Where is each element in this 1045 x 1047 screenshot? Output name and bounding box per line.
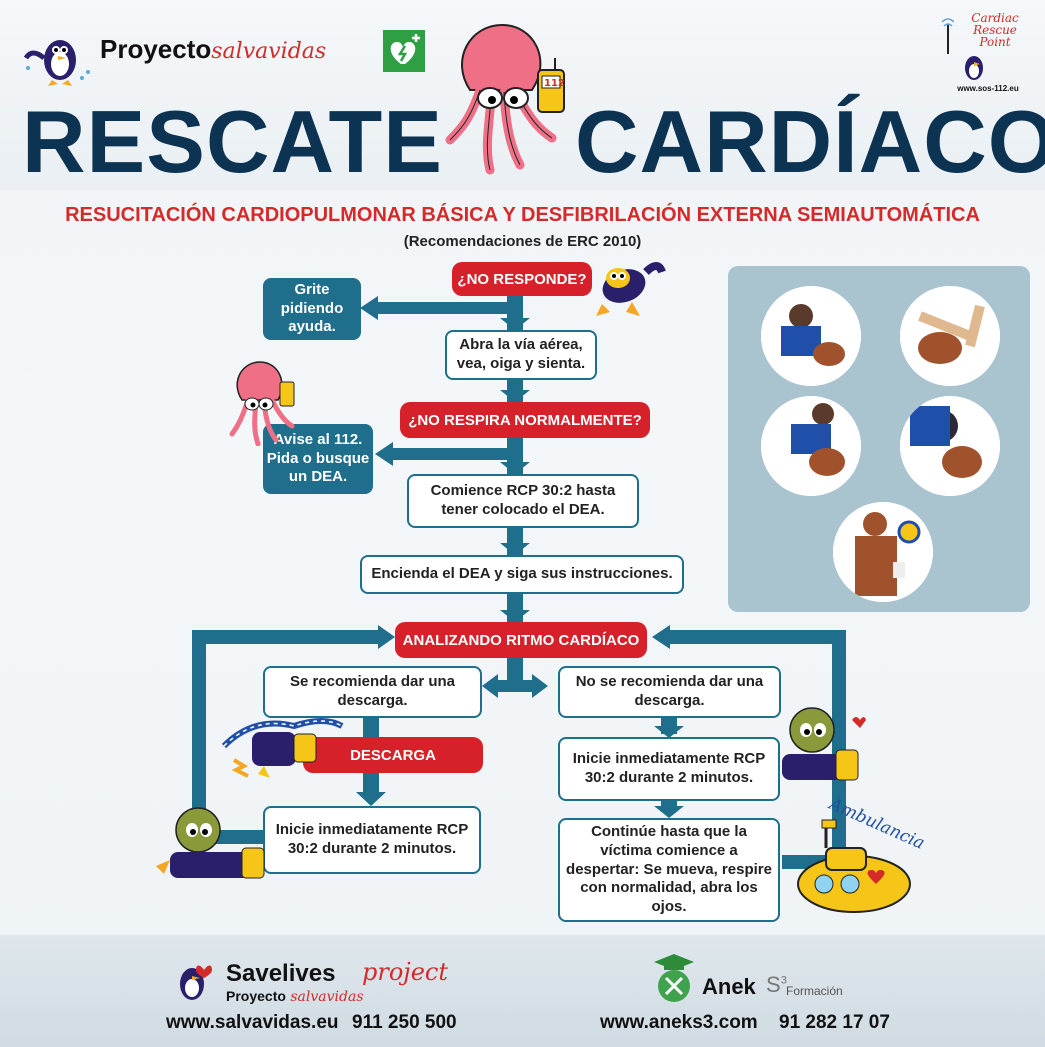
- subtitle: RESUCITACIÓN CARDIOPULMONAR BÁSICA Y DES…: [65, 204, 980, 226]
- footer-right-phone: 91 282 17 07: [779, 1012, 890, 1033]
- footer-salvavidas: salvavidas: [290, 989, 364, 1005]
- badge-line1: Cardiac: [971, 11, 1019, 25]
- se-recomienda-box: Se recomienda dar una descarga.: [263, 666, 482, 718]
- brand-logo: Proyectosalvavidas: [100, 34, 326, 65]
- avise-box: Avise al 112. Pida o busque un DEA.: [263, 424, 373, 494]
- aed-heart-icon: [383, 30, 425, 72]
- inicie-left-box: Inicie inmediatamente RCP 30:2 durante 2…: [263, 806, 481, 874]
- yellow-submarine-icon: [797, 819, 911, 913]
- flow-arrows: [192, 290, 846, 869]
- no-se-recomienda-box: No se recomienda dar una descarga.: [558, 666, 781, 718]
- lying-patient-right-icon: [782, 707, 866, 781]
- footer-s3-letter: S: [766, 972, 781, 997]
- photo-check-response: [761, 286, 861, 386]
- antenna-icon: [941, 18, 955, 54]
- grite-box: Grite pidiendo ayuda.: [263, 278, 361, 340]
- footer-s3-sup: 3: [780, 974, 787, 987]
- phone-screen-text: 112: [544, 78, 565, 89]
- footer-penguin-icon: [180, 965, 212, 1000]
- descarga-box: DESCARGA: [303, 737, 483, 773]
- no-respira-box: ¿NO RESPIRA NORMALMENTE?: [400, 402, 650, 438]
- subtitle-erc: (Recomendaciones de ERC 2010): [403, 233, 642, 250]
- brand-bold: Proyecto: [100, 34, 212, 64]
- footer-right-url[interactable]: www.aneks3.com: [600, 1012, 758, 1033]
- encienda-box: Encienda el DEA y siga sus instrucciones…: [360, 555, 684, 594]
- cardiac-rescue-point-badge: Cardiac Rescue Point www.sos-112.eu: [938, 11, 1038, 93]
- penguin-small-icon: [965, 56, 983, 80]
- title-left: RESCATE: [22, 92, 443, 191]
- footer-left-phone: 911 250 500: [352, 1012, 457, 1033]
- photo-rescue-breath: [900, 396, 1000, 496]
- footer: [0, 935, 1045, 1047]
- squid-mascot-icon: 112: [445, 23, 565, 175]
- analizando-box: ANALIZANDO RITMO CARDÍACO: [395, 622, 647, 658]
- brand-script: salvavidas: [211, 39, 327, 64]
- cpr-photo-panel: [728, 266, 1030, 612]
- footer-proyecto-salvavidas: Proyecto salvavidas: [226, 988, 364, 1006]
- footer-s3: S3: [766, 972, 787, 998]
- squid-small-icon: [229, 361, 295, 446]
- footer-left-url[interactable]: www.salvavidas.eu: [166, 1012, 339, 1033]
- abra-box: Abra la vía aérea, vea, oiga y sienta.: [445, 330, 597, 380]
- footer-proyecto: Proyecto: [226, 988, 286, 1004]
- penguin-flying-icon: [596, 262, 666, 316]
- graduation-cap-icon: [654, 954, 694, 1002]
- diver-shocked-icon: [221, 718, 344, 778]
- photo-compressions: [761, 396, 861, 496]
- badge-line3: Point: [979, 35, 1011, 49]
- inicie-right-box: Inicie inmediatamente RCP 30:2 durante 2…: [558, 737, 780, 801]
- badge-line2: Rescue: [973, 23, 1017, 37]
- lying-patient-left-icon: [156, 807, 265, 879]
- continue-box: Continúe hasta que la víctima comience a…: [558, 818, 780, 922]
- title-right: CARDÍACO: [575, 92, 1045, 191]
- footer-project: project: [362, 958, 449, 986]
- footer-formacion: Formación: [786, 984, 843, 998]
- no-responde-box: ¿NO RESPONDE?: [452, 262, 592, 296]
- photo-airway: [900, 286, 1000, 386]
- footer-anek: Anek: [702, 974, 756, 999]
- photo-aed-pads: [833, 502, 933, 602]
- footer-savelives: Savelives: [226, 960, 336, 987]
- penguin-mascot-icon: [23, 40, 90, 86]
- badge-url: www.sos-112.eu: [957, 84, 1019, 93]
- comience-box: Comience RCP 30:2 hasta tener colocado e…: [407, 474, 639, 528]
